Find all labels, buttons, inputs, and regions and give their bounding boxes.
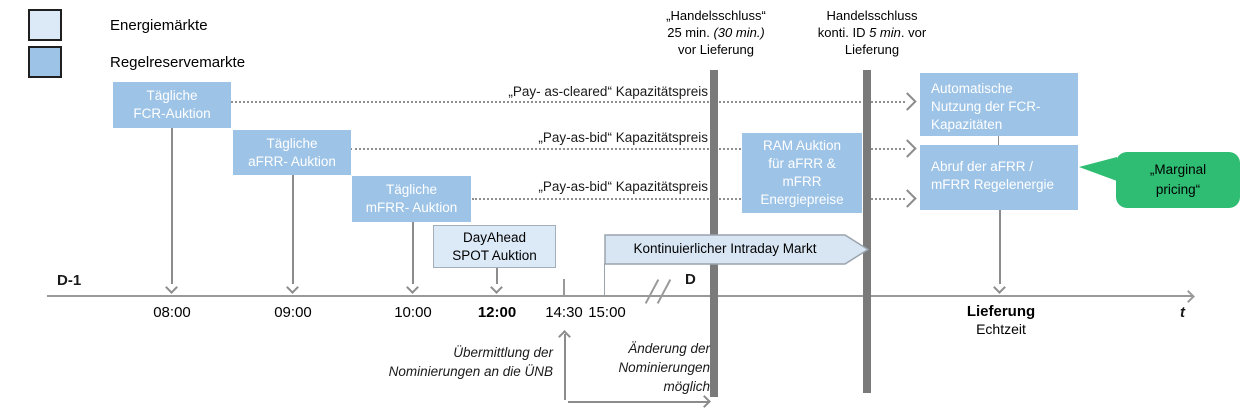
legend-swatch-energy-markets xyxy=(28,9,62,41)
arrow-line-afrr xyxy=(292,175,294,284)
aenderung-note: Änderung der Nominierungen möglich xyxy=(618,341,710,394)
dayahead-line1: DayAhead xyxy=(462,229,527,245)
ram-auction-box: RAM Auktion für aFRR & mFRR Energiepreis… xyxy=(742,133,862,213)
arrowhead-delivery-down-icon xyxy=(993,281,1006,294)
nomination-up-arrowhead-icon xyxy=(558,330,571,343)
time-label-1200: 12:00 xyxy=(477,304,517,321)
dayahead-spot-box: DayAhead SPOT Auktion xyxy=(433,225,556,268)
mfrr-auction-line1: Tägliche xyxy=(385,182,438,198)
arrow-line-fcr xyxy=(171,128,173,284)
deadline-label-trading-close: „Handelsschluss“ 25 min. (30 min.) vor L… xyxy=(624,8,808,59)
d-label: D xyxy=(685,271,696,288)
afrr-auction-line1: Tägliche xyxy=(266,135,318,151)
afrr-auction-box: Tägliche aFRR- Auktion xyxy=(233,130,351,175)
fcr-auction-line2: FCR-Auktion xyxy=(133,106,211,121)
t-axis-label: t xyxy=(1180,304,1185,321)
nomination-up-arrow-line xyxy=(564,334,566,400)
time-label-0800: 08:00 xyxy=(153,304,191,321)
flow-label-pay-as-cleared: „Pay- as-cleared“ Kapazitätspreis xyxy=(508,84,708,99)
d-minus-1-label: D-1 xyxy=(57,272,82,289)
deadline-bar-trading-close xyxy=(710,70,718,397)
deadline-2-line3: Lieferung xyxy=(844,41,900,57)
uebermittlung-note: Übermittlung der Nominierungen an die ÜN… xyxy=(388,345,553,379)
connector-fcr-usage-abruf xyxy=(998,136,999,145)
arrowhead-afrr-down-icon xyxy=(286,281,299,294)
deadline-2-line2: konti. ID 5 min. vor xyxy=(817,24,927,40)
marginal-pricing-bubble: „Marginal pricing“ xyxy=(1116,152,1240,208)
flow-label-pay-as-bid-mfrr: „Pay-as-bid“ Kapazitätspreis xyxy=(538,179,708,194)
flow-arrowhead-fcr-icon xyxy=(898,92,917,111)
flow-label-pay-as-bid-afrr: „Pay-as-bid“ Kapazitätspreis xyxy=(538,130,708,145)
intraday-start-dropline xyxy=(604,263,605,296)
arrow-line-dayahead xyxy=(496,268,498,284)
deadline-label-intraday-close: Handelsschluss konti. ID 5 min. vor Lief… xyxy=(782,8,962,59)
afrr-auction-line2: aFRR- Auktion xyxy=(248,153,336,169)
time-label-1500: 15:00 xyxy=(588,304,626,321)
abruf-regelenergie-box: Abruf der aFRR / mFRR Regelenergie xyxy=(920,145,1078,210)
flow-arrowhead-mfrr-icon xyxy=(898,189,917,208)
timeline-axis xyxy=(47,295,1193,297)
legend-swatch-reserve-markets xyxy=(28,46,62,78)
intraday-market-label: Kontinuierlicher Intraday Markt xyxy=(633,241,817,256)
intraday-market-arrow-shape xyxy=(604,234,870,265)
bubble-tail-icon xyxy=(1079,157,1117,181)
axis-break-mark-2-icon xyxy=(656,279,672,304)
flow-line-afrr-capacity xyxy=(350,148,905,150)
arrowhead-dayahead-down-icon xyxy=(490,281,503,294)
deadline-bar-intraday-close xyxy=(863,70,871,393)
deadline-2-line1: Handelsschluss xyxy=(826,8,918,23)
arrowhead-fcr-down-icon xyxy=(165,281,178,294)
fcr-usage-box: Automatische Nutzung der FCR- Kapazitäte… xyxy=(920,73,1078,136)
flow-line-fcr-capacity xyxy=(231,101,905,103)
realtime-label: Echtzeit xyxy=(976,321,1026,337)
fcr-auction-box: Tägliche FCR-Auktion xyxy=(113,82,231,128)
legend-label-energy-markets: Energiemärkte xyxy=(110,17,208,34)
timeline-arrowhead-icon xyxy=(1182,289,1195,303)
dayahead-line2: SPOT Auktion xyxy=(452,247,537,263)
arrow-line-mfrr xyxy=(412,222,414,284)
deadline-1-line1: „Handelsschluss“ xyxy=(666,8,766,23)
arrow-line-delivery xyxy=(999,210,1001,284)
deadline-1-line2: 25 min. (30 min.) xyxy=(667,24,765,40)
nomination-right-arrowhead-icon xyxy=(698,395,711,408)
time-label-1430: 14:30 xyxy=(545,304,583,321)
fcr-auction-line1: Tägliche xyxy=(146,88,198,104)
flow-line-mfrr-capacity xyxy=(472,198,905,200)
mfrr-auction-box: Tägliche mFRR- Auktion xyxy=(352,176,471,222)
time-label-1000: 10:00 xyxy=(394,304,432,321)
mfrr-auction-line2: mFRR- Auktion xyxy=(365,200,458,215)
time-label-0900: 09:00 xyxy=(274,304,312,321)
flow-arrowhead-afrr-icon xyxy=(898,139,917,158)
nomination-right-arrow-line xyxy=(568,401,710,403)
arrowhead-mfrr-down-icon xyxy=(406,281,419,294)
tick-1430 xyxy=(563,279,565,296)
legend-label-reserve-markets: Regelreservemarkte xyxy=(110,54,246,71)
deadline-1-line3: vor Lieferung xyxy=(678,41,754,57)
delivery-label: Lieferung xyxy=(966,303,1036,320)
